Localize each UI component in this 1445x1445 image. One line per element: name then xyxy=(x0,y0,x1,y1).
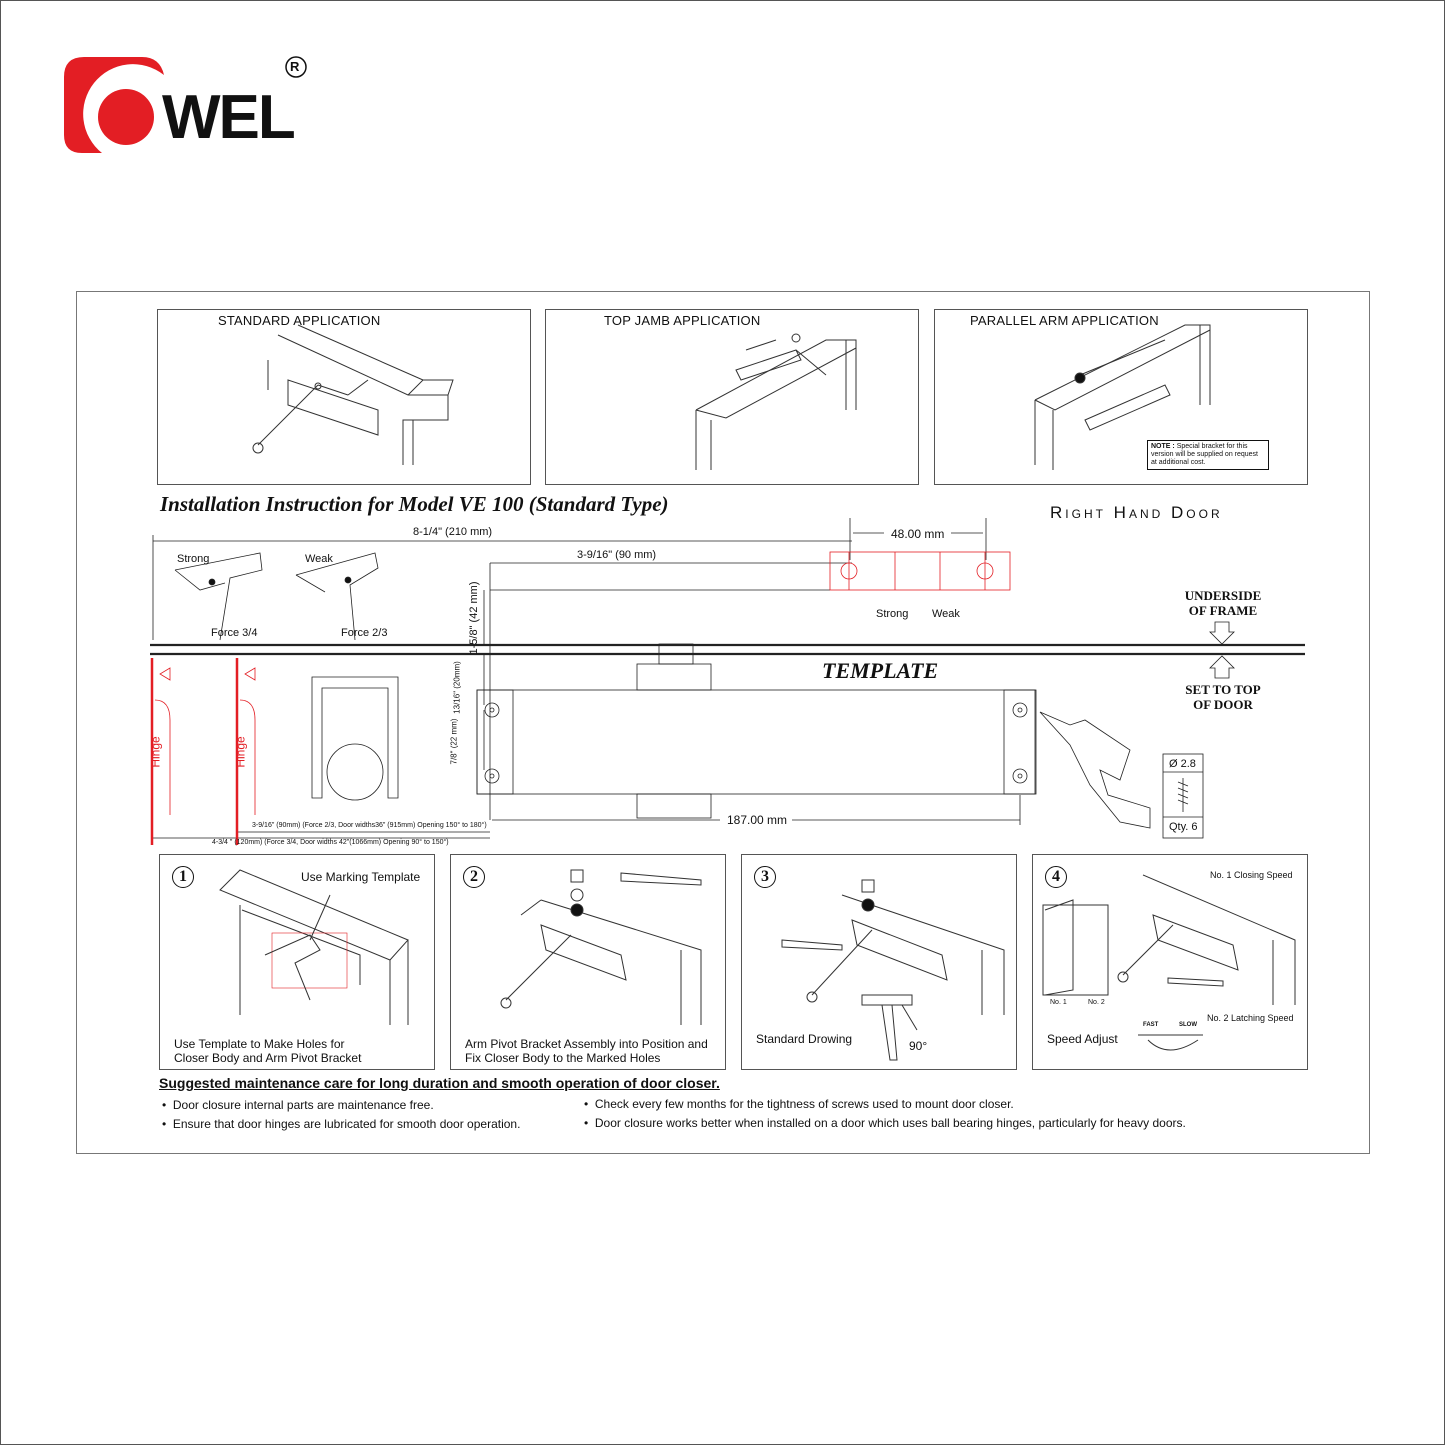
panel-title: TOP JAMB APPLICATION xyxy=(604,313,761,328)
list-item-text: Door closure works better when installed… xyxy=(594,1116,1186,1130)
angle-label: 90° xyxy=(909,1039,928,1053)
dim-42: 1-5/8" (42 mm) xyxy=(468,581,480,655)
registered-mark: R xyxy=(290,59,300,74)
maintenance-left-list: • Door closure internal parts are mainte… xyxy=(162,1096,520,1134)
step-4-drawing xyxy=(1042,874,1296,1051)
step-panel-2: 2 Arm Pivot Bracket Assembly into Positi… xyxy=(450,854,726,1070)
list-item: • Check every few months for the tightne… xyxy=(584,1097,1014,1111)
list-item-text: Ensure that door hinges are lubricated f… xyxy=(172,1117,521,1131)
list-item-text: Check every few months for the tightness… xyxy=(594,1097,1014,1111)
step-label: Use Marking Template xyxy=(301,870,421,884)
door-type-label: Right Hand Door xyxy=(1050,503,1223,522)
force-34-label: Force 3/4 xyxy=(211,627,258,639)
bracket-weak-label: Weak xyxy=(932,608,960,620)
logo-mark-icon xyxy=(64,56,307,153)
brand-logo: WEL R xyxy=(64,55,314,155)
maintenance-title: Suggested maintenance care for long dura… xyxy=(159,1075,720,1091)
special-bracket-note: NOTE : Special bracket for this version … xyxy=(1147,440,1269,470)
step-panel-3: 3 90° Standard Drowing xyxy=(741,854,1017,1070)
bracket-strong-label: Strong xyxy=(876,608,909,620)
maintenance-right-list: • Check every few months for the tightne… xyxy=(584,1095,1186,1133)
note-90mm: 3-9/16" (90mm) (Force 2/3, Door widths36… xyxy=(252,822,487,829)
step-panel-4: 4 No. 1 Closing Speed No. 2 Latching Spe… xyxy=(1032,854,1308,1070)
weak-label: Weak xyxy=(305,553,333,565)
top-jamb-application-drawing xyxy=(695,333,857,470)
step-number: 4 xyxy=(1045,866,1067,888)
hinge-label-1: Hinge xyxy=(148,736,163,768)
panel-title: STANDARD APPLICATION xyxy=(218,313,381,328)
latching-speed-label: No. 2 Latching Speed xyxy=(1207,1013,1294,1023)
step-caption: Standard Drowing xyxy=(756,1032,853,1046)
note-label: NOTE : xyxy=(1151,443,1175,450)
step-caption: Arm Pivot Bracket Assembly into Position… xyxy=(465,1037,708,1065)
list-item: • Door closure works better when install… xyxy=(584,1116,1186,1130)
parallel-arm-application-drawing xyxy=(1034,324,1211,470)
panel-top-jamb-application: TOP JAMB APPLICATION xyxy=(545,309,919,485)
force-23-label: Force 2/3 xyxy=(341,627,388,639)
instruction-sheet xyxy=(76,291,1370,1154)
step-caption: Speed Adjust xyxy=(1047,1032,1118,1046)
closing-speed-label: No. 1 Closing Speed xyxy=(1210,870,1293,880)
step-2-drawing xyxy=(500,869,702,1025)
list-item: • Door closure internal parts are mainte… xyxy=(162,1098,434,1112)
step-caption: Use Template to Make Holes for Closer Bo… xyxy=(174,1037,362,1065)
list-item: • Ensure that door hinges are lubricated… xyxy=(162,1117,521,1131)
instruction-title: Installation Instruction for Model VE 10… xyxy=(160,492,669,516)
set-to-top-label: SET TO TOP OF DOOR xyxy=(1185,682,1261,712)
step-panel-1: 1 Use Marking Template Use Template to M… xyxy=(159,854,435,1070)
no1-label: No. 1 xyxy=(1050,999,1067,1006)
dim-48: 48.00 mm xyxy=(891,527,945,541)
fast-label: FAST xyxy=(1143,1022,1159,1028)
screw-diameter: Ø 2.8 xyxy=(1169,758,1196,770)
dim-187: 187.00 mm xyxy=(727,813,788,827)
screw-quantity: Qty. 6 xyxy=(1169,821,1198,833)
slow-label: SLOW xyxy=(1179,1022,1197,1028)
panel-parallel-arm-application: PARALLEL ARM APPLICATION NOTE : Special … xyxy=(934,309,1308,485)
step-number: 1 xyxy=(172,866,194,888)
step-number: 3 xyxy=(754,866,776,888)
note-text: Special bracket for this version will be… xyxy=(1151,443,1259,466)
panel-standard-application: STANDARD APPLICATION xyxy=(157,309,531,485)
standard-application-drawing xyxy=(252,324,454,465)
no2-label: No. 2 xyxy=(1088,999,1105,1006)
underside-of-frame-label: UNDERSIDE OF FRAME xyxy=(1184,588,1262,618)
panel-title: PARALLEL ARM APPLICATION xyxy=(970,313,1159,328)
dim-210: 8-1/4" (210 mm) xyxy=(413,526,493,538)
list-item-text: Door closure internal parts are maintena… xyxy=(172,1098,434,1112)
logo-text: WEL xyxy=(162,83,296,152)
note-120mm: 4-3/4 " (120mm) (Force 3/4, Door widths … xyxy=(212,839,449,846)
step-3-drawing xyxy=(781,879,1005,1061)
dim-22: 7/8" (22 mm) xyxy=(449,718,459,765)
step-1-drawing xyxy=(219,869,409,1025)
dim-90: 3-9/16" (90 mm) xyxy=(577,549,657,561)
template-title: TEMPLATE xyxy=(822,658,939,683)
hinge-label-2: Hinge xyxy=(233,736,248,768)
strong-label: Strong xyxy=(177,553,210,565)
step-number: 2 xyxy=(463,866,485,888)
